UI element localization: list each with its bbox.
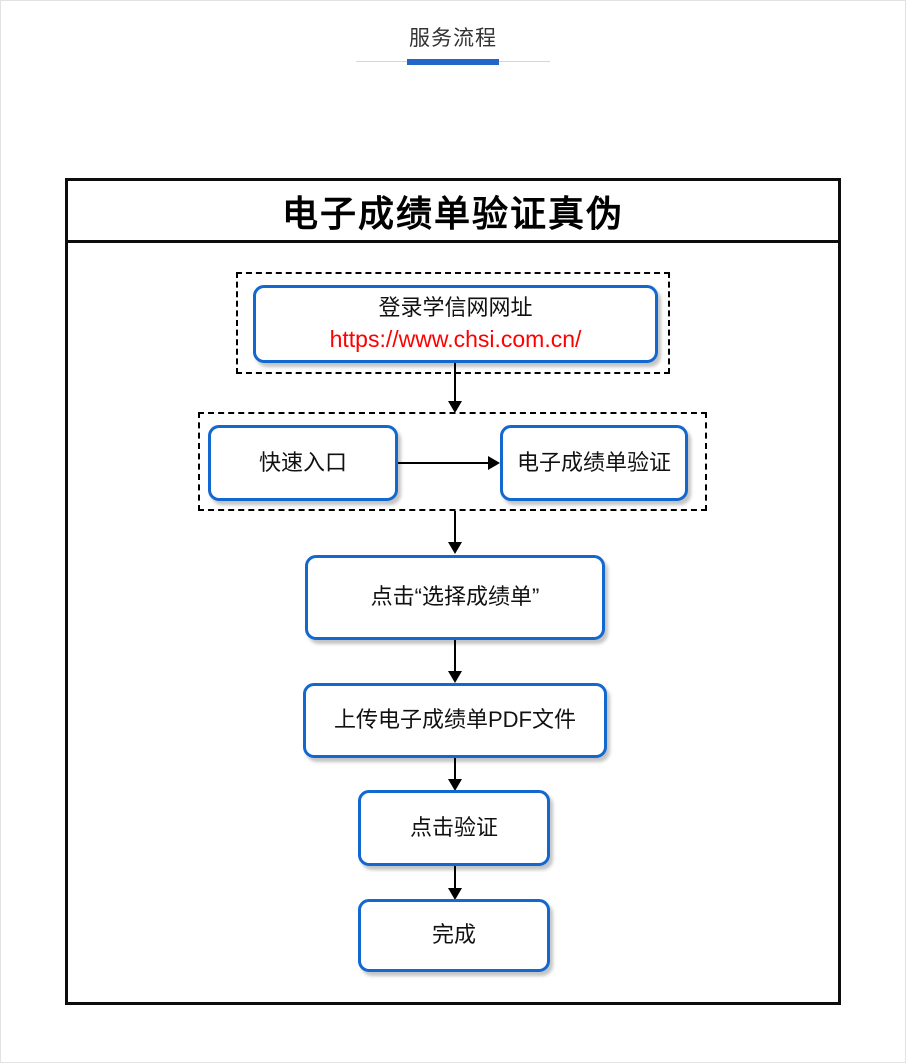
step-login-label: 登录学信网网址 xyxy=(378,294,533,320)
step-entry-group xyxy=(198,412,707,511)
step-verify-entry-label: 电子成绩单验证 xyxy=(516,449,671,475)
step-upload-pdf-label: 上传电子成绩单PDF文件 xyxy=(333,707,576,733)
arrowhead-icon xyxy=(448,671,462,683)
step-select-transcript-box: 点击“选择成绩单” xyxy=(305,555,605,640)
step-select-transcript-label: 点击“选择成绩单” xyxy=(370,584,540,610)
arrowhead-icon xyxy=(448,888,462,900)
flow-arrow-right xyxy=(398,456,500,470)
flow-arrow-down-2 xyxy=(448,511,462,554)
step-done-label: 完成 xyxy=(431,922,476,948)
step-done-box: 完成 xyxy=(358,899,550,972)
step-click-verify-label: 点击验证 xyxy=(409,814,498,840)
flow-arrow-down-1 xyxy=(448,363,462,413)
arrowhead-icon xyxy=(448,542,462,554)
step-quick-entry-box: 快速入口 xyxy=(208,425,398,501)
step-login-group xyxy=(236,272,670,374)
flowchart-title: 电子成绩单验证真伪 xyxy=(68,181,838,243)
step-quick-entry-label: 快速入口 xyxy=(258,449,347,475)
arrowhead-icon xyxy=(448,401,462,413)
step-upload-pdf-box: 上传电子成绩单PDF文件 xyxy=(303,683,607,758)
flowchart: 电子成绩单验证真伪 登录学信网网址 https://www.chsi.com.c… xyxy=(65,178,841,1005)
flow-arrow-down-5 xyxy=(448,866,462,900)
step-login-box: 登录学信网网址 https://www.chsi.com.cn/ xyxy=(253,285,658,363)
step-click-verify-box: 点击验证 xyxy=(358,790,550,866)
step-verify-entry-box: 电子成绩单验证 xyxy=(500,425,688,501)
section-title: 服务流程 xyxy=(409,27,497,50)
arrowhead-icon xyxy=(448,779,462,791)
underline-accent-bar xyxy=(407,59,499,65)
flow-arrow-down-4 xyxy=(448,758,462,791)
flow-arrow-down-3 xyxy=(448,640,462,683)
step-login-url: https://www.chsi.com.cn/ xyxy=(329,326,582,353)
title-underline xyxy=(356,58,550,65)
arrowhead-icon xyxy=(488,456,500,470)
